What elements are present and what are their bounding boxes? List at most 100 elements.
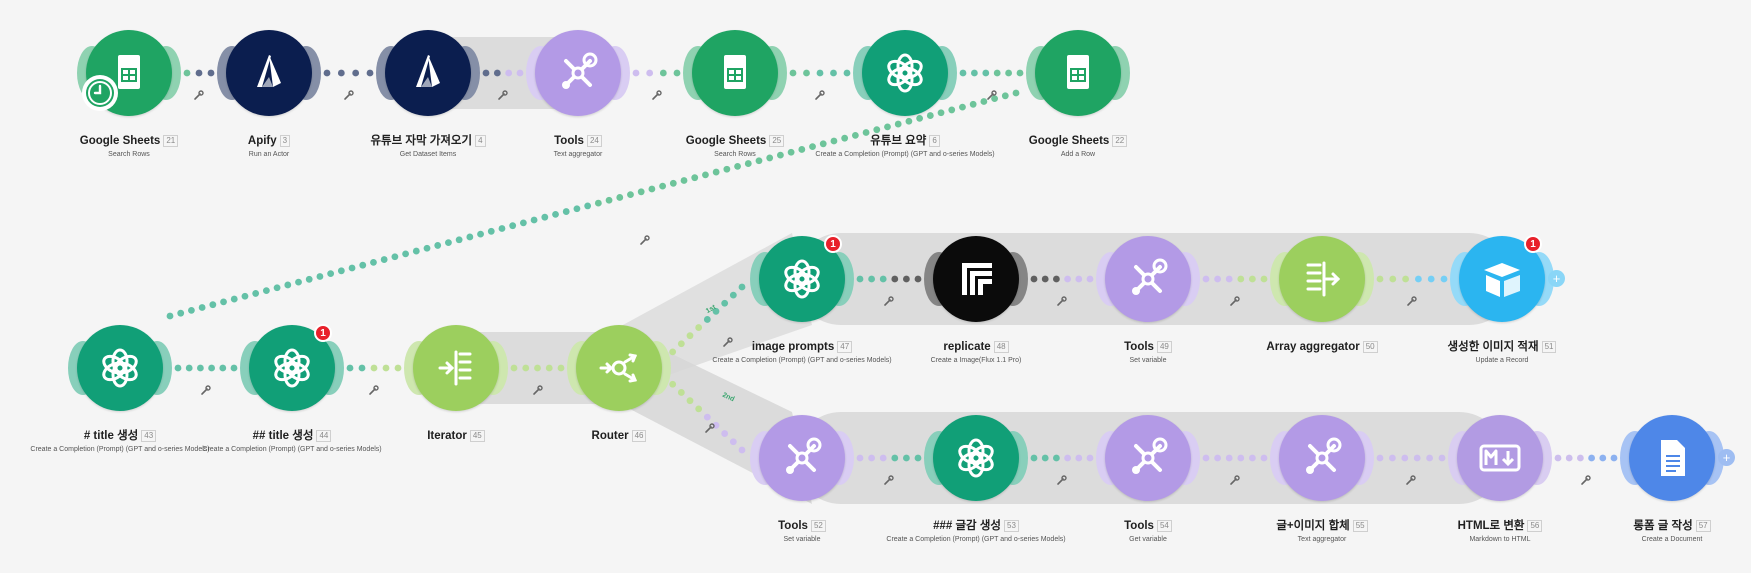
connector-n22-n43-dot (402, 250, 409, 258)
module-circle[interactable] (1279, 415, 1365, 501)
connector-n22-n43-dot (894, 120, 902, 128)
module-circle[interactable] (1629, 415, 1715, 501)
route-settings-icon[interactable] (497, 89, 509, 101)
connector-n22-n43-dot (573, 205, 581, 213)
route-settings-icon[interactable] (651, 89, 663, 101)
connector-n22-n43-dot (295, 278, 302, 286)
connector-n4-n24-dot (493, 69, 501, 77)
route-settings-icon[interactable] (883, 474, 895, 486)
module-circle[interactable] (1279, 236, 1365, 322)
module-title: Google Sheets (685, 135, 767, 147)
add-module-button[interactable]: + (1718, 449, 1735, 466)
connector-n54-n55-dot (1260, 454, 1268, 462)
connector-n22-n43-dot (637, 188, 645, 196)
module-circle[interactable] (759, 415, 845, 501)
route-settings-icon[interactable] (343, 89, 355, 101)
connector-n22-n43-dot (926, 112, 934, 119)
module-circle[interactable] (933, 415, 1019, 501)
module-circle[interactable] (1105, 236, 1191, 322)
connector-n49-n50-dot (1214, 275, 1221, 283)
route-settings-icon[interactable] (1406, 295, 1418, 307)
connector-n6-n22-dot (959, 69, 967, 77)
connector-n45-n46-dot (522, 364, 530, 372)
route-settings-icon[interactable] (368, 384, 380, 396)
module-circle[interactable] (1035, 30, 1121, 116)
add-module-button[interactable]: + (1548, 270, 1565, 287)
module-id: 46 (631, 430, 647, 442)
connector-n22-n43-dot (166, 312, 174, 320)
module-circle[interactable] (933, 236, 1019, 322)
route-settings-icon[interactable] (1405, 474, 1417, 486)
route-settings-icon[interactable] (1056, 474, 1068, 486)
connector-n48-n49-dot (1030, 275, 1038, 283)
route-settings-icon[interactable] (532, 384, 544, 396)
schedule-clock-icon[interactable] (82, 75, 118, 111)
connector-n47-n48-dot (914, 275, 922, 283)
connector-n22-n43-dot (905, 117, 913, 125)
route-settings-icon[interactable] (1229, 295, 1241, 307)
openai-icon (784, 259, 820, 299)
connector-n43-n44-dot (208, 364, 216, 372)
route-settings-icon[interactable] (1580, 474, 1592, 486)
route-settings-icon[interactable] (200, 384, 212, 396)
connector-n22-n43-dot (552, 210, 559, 218)
module-operation: Search Rows (108, 151, 150, 158)
connector-n56-n57-dot (1565, 454, 1573, 462)
route-settings-icon[interactable] (193, 89, 205, 101)
connector-n22-n43-dot (305, 275, 313, 283)
connector-n22-n43-dot (712, 168, 720, 176)
module-circle[interactable] (1105, 415, 1191, 501)
connector-n54-n55-dot (1249, 454, 1256, 462)
module-operation: Create a Completion (Prompt) (GPT and o-… (815, 151, 995, 158)
connector-n46-n47-dot (695, 324, 703, 331)
route-settings-icon[interactable] (883, 295, 895, 307)
connector-n48-n49-dot (1053, 275, 1060, 283)
connector-n22-n43-dot (851, 131, 859, 139)
connector-n53-n54-dot (1086, 454, 1094, 462)
connector-n22-n43-dot (541, 213, 549, 221)
route-settings-icon[interactable] (639, 234, 651, 246)
route-settings-icon[interactable] (986, 89, 998, 101)
route-settings-icon[interactable] (1229, 474, 1241, 486)
route-settings-icon[interactable] (1056, 295, 1068, 307)
connector-n52-n53-dot (891, 454, 899, 462)
connector-n48-n49-dot (1075, 275, 1083, 283)
module-title: 글+이미지 합체 (1276, 520, 1350, 532)
module-circle[interactable] (226, 30, 312, 116)
connector-n54-n55-dot (1225, 454, 1233, 462)
module-circle[interactable] (77, 325, 163, 411)
error-count-badge[interactable]: 1 (314, 324, 332, 342)
module-circle[interactable] (1457, 415, 1543, 501)
module-circle[interactable] (692, 30, 778, 116)
error-count-badge[interactable]: 1 (824, 235, 842, 253)
route-settings-icon[interactable] (704, 422, 716, 434)
connector-n48-n49-dot (1086, 275, 1094, 283)
route-settings-icon[interactable] (814, 89, 826, 101)
module-title: 유튜브 요약 (870, 135, 927, 147)
connector-n25-n6-dot (843, 69, 851, 77)
module-circle[interactable] (413, 325, 499, 411)
module-circle[interactable] (576, 325, 662, 411)
module-id: 50 (1362, 341, 1378, 353)
connector-n22-n43-dot (959, 103, 966, 111)
module-operation: Create a Completion (Prompt) (GPT and o-… (712, 357, 892, 364)
module-title: 생성한 이미지 적재 (1447, 341, 1539, 353)
connector-n22-n43-dot (530, 216, 538, 224)
module-circle[interactable] (385, 30, 471, 116)
connector-n22-n43-dot (584, 202, 592, 210)
tools-icon (1132, 437, 1168, 474)
connector-n22-n43-dot (744, 160, 752, 167)
module-circle[interactable] (535, 30, 621, 116)
module-title: HTML로 변환 (1457, 520, 1525, 532)
module-title: Tools (1124, 520, 1154, 532)
error-count-badge[interactable]: 1 (1524, 235, 1542, 253)
connector-n46-n47-dot (738, 283, 746, 291)
connector-n48-n49-dot (1064, 275, 1071, 283)
connector-n46-n47-dot (677, 340, 685, 348)
route-settings-icon[interactable] (722, 336, 734, 348)
openai-icon (887, 53, 923, 93)
module-circle[interactable] (862, 30, 948, 116)
module-operation: Set variable (1129, 357, 1167, 364)
